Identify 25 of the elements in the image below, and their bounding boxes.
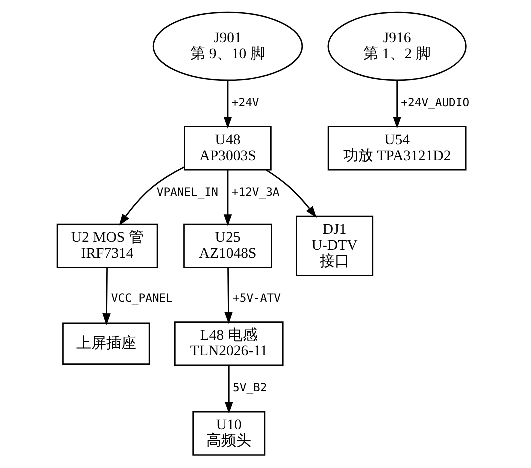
node-box: U10 高频头 <box>192 411 266 456</box>
node-box: U25 AZ1048S <box>184 224 272 268</box>
arrow <box>224 80 232 129</box>
edge-label: 5V_B2 <box>233 380 268 395</box>
arrow <box>119 166 186 226</box>
arrow <box>224 170 232 226</box>
edge-label: +24V_AUDIO <box>401 95 470 110</box>
arrow <box>266 170 317 218</box>
edge-label: +5V-ATV <box>233 290 281 305</box>
node-box: 上屏插座 <box>62 322 150 366</box>
node-box: L48 电感 TLN2026-11 <box>174 322 284 366</box>
node-box: U2 MOS 管 IRF7314 <box>56 224 158 268</box>
node-box: U48 AP3003S <box>184 126 272 171</box>
arrow <box>102 268 111 326</box>
edge-label: VPANEL_IN <box>156 185 218 200</box>
node-box: DJ1 U-DTV 接口 <box>296 216 374 276</box>
node-box: U54 功放 TPA3121D2 <box>328 126 467 171</box>
arrow <box>225 366 234 414</box>
edge-label: +24V <box>232 95 260 110</box>
edge-label: +12V_3A <box>232 185 280 200</box>
node-ellipse: J916 第 1、2 脚 <box>328 12 467 82</box>
arrow <box>224 268 233 324</box>
edge-label: VCC_PANEL <box>111 290 173 305</box>
arrow <box>393 80 402 129</box>
node-ellipse: J901 第 9、10 脚 <box>152 12 304 82</box>
